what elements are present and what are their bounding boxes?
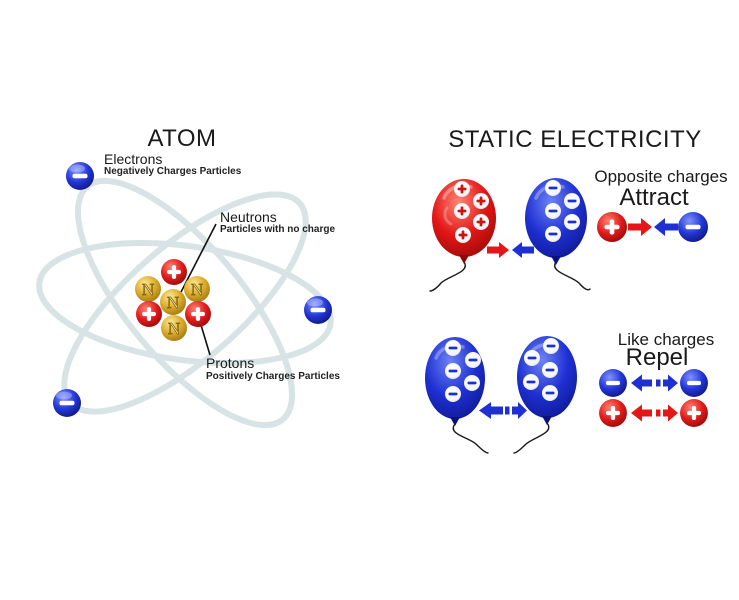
attract-arrow-right-icon — [628, 218, 652, 236]
balloon-positive — [429, 179, 496, 292]
balloon-highlight — [443, 206, 453, 226]
balloon-negative — [513, 336, 577, 454]
atom-title: ATOM — [147, 125, 217, 152]
attract-heading: Opposite charges — [594, 167, 728, 186]
neutron-letter: N — [167, 293, 179, 312]
proton — [136, 301, 162, 327]
attract-arrow-left-icon — [654, 218, 678, 236]
neutron: N — [161, 315, 187, 341]
balloon-knot — [551, 256, 561, 265]
minus-charge-icon — [564, 193, 580, 209]
repel-legend-negative — [599, 369, 708, 397]
attract-arrow-right-icon — [487, 242, 509, 258]
minus-charge-icon — [545, 180, 561, 196]
positive-charge-icon — [597, 212, 627, 242]
minus-charge-icon — [545, 203, 561, 219]
balloon-string — [553, 261, 591, 291]
plus-charge-icon — [473, 214, 489, 230]
positive-charge-icon — [599, 399, 627, 427]
arrow-dash — [656, 379, 661, 387]
minus-charge-icon — [445, 340, 461, 356]
minus-charge-icon — [464, 375, 480, 391]
balloon-string — [429, 261, 467, 292]
protons-label: Protons — [206, 355, 255, 371]
arrow-dash — [505, 406, 510, 415]
repel-heading: Like charges — [617, 330, 715, 349]
negative-charge-icon — [678, 212, 708, 242]
nucleus: N N N N — [135, 259, 211, 341]
negative-charge-icon — [599, 369, 627, 397]
neutron-letter: N — [168, 319, 180, 338]
neutron: N — [160, 289, 186, 315]
minus-charge-icon — [524, 350, 540, 366]
neutrons-label: Neutrons — [220, 209, 277, 225]
neutron-letter: N — [191, 280, 203, 299]
balloon-negative — [525, 178, 591, 291]
repel-arrow-left-icon — [631, 404, 652, 422]
positive-charge-icon — [680, 399, 708, 427]
electrons-label: Electrons — [104, 151, 163, 167]
proton — [161, 259, 187, 285]
repel-action: Repel — [625, 344, 689, 371]
repel-arrow-right-icon — [512, 402, 527, 419]
balloon-knot — [459, 255, 469, 264]
repel-scene — [425, 336, 708, 454]
atom-diagram: N N N N — [36, 150, 334, 429]
balloon-negative — [425, 337, 489, 454]
negative-charge-icon — [680, 369, 708, 397]
protons-description: Positively Charges Particles — [206, 371, 340, 382]
neutron: N — [135, 276, 161, 302]
repel-arrow-right-icon — [663, 374, 678, 392]
minus-charge-icon — [523, 374, 539, 390]
electron — [53, 389, 81, 417]
repel-arrow-right-icon — [663, 404, 678, 422]
plus-charge-icon — [454, 181, 470, 197]
neutrons-description: Particles with no charge — [220, 224, 336, 235]
plus-charge-icon — [454, 203, 470, 219]
minus-charge-icon — [445, 363, 461, 379]
electron-orbits — [36, 177, 334, 429]
balloon-knot — [542, 416, 552, 425]
arrow-dash — [656, 409, 661, 417]
neutron-letter: N — [142, 280, 154, 299]
attract-scene — [429, 178, 708, 292]
repel-arrow-left-icon — [631, 374, 652, 392]
minus-charge-icon — [542, 362, 558, 378]
electron — [304, 296, 332, 324]
static-electricity-title: STATIC ELECTRICITY — [448, 126, 702, 153]
balloon-string — [513, 422, 550, 454]
minus-charge-icon — [545, 226, 561, 242]
orbit-ellipse — [36, 239, 334, 367]
neutron: N — [184, 276, 210, 302]
plus-charge-icon — [473, 193, 489, 209]
attract-arrow-left-icon — [512, 242, 534, 258]
repel-arrow-left-icon — [479, 402, 503, 419]
plus-charge-icon — [455, 227, 471, 243]
balloon-knot — [450, 417, 460, 426]
minus-charge-icon — [465, 352, 481, 368]
attract-legend — [597, 212, 708, 242]
minus-charge-icon — [564, 214, 580, 230]
electron — [66, 162, 94, 190]
proton — [185, 301, 211, 327]
minus-charge-icon — [445, 386, 461, 402]
electrons-description: Negatively Charges Particles — [104, 166, 242, 177]
attract-action: Attract — [619, 184, 689, 211]
minus-charge-icon — [542, 385, 558, 401]
repel-legend-positive — [599, 399, 708, 427]
minus-charge-icon — [543, 338, 559, 354]
balloon-string — [452, 423, 489, 454]
